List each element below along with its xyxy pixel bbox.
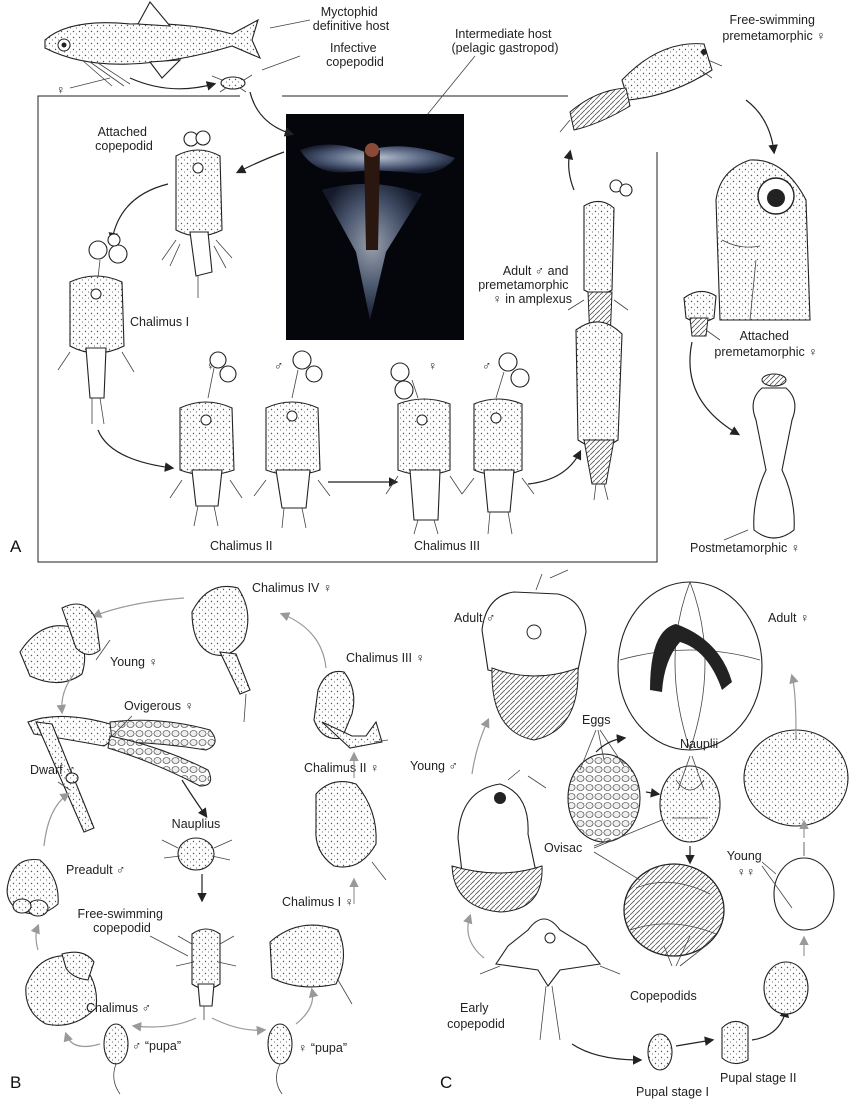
female-pupa-illustration <box>267 1023 293 1095</box>
attached-premetamorphic-illustration <box>683 290 717 337</box>
label-amplexus: Adult ♂ and premetamorphic ♀ in amplexus <box>478 264 572 306</box>
ovisac-illustration <box>623 863 725 957</box>
chalimus-1-female-b-illustration <box>269 924 353 1005</box>
panel-c: Adult ♂ Adult ♀ Eggs Nauplii Young ♂ <box>410 569 849 1099</box>
label-attached-copepodid: Attached copepodid <box>95 125 153 153</box>
label-male-pupa: ♂ “pupa” <box>132 1039 181 1053</box>
panel-c-letter: C <box>440 1073 452 1092</box>
nauplii-illustration <box>659 765 721 843</box>
male-pupa-illustration <box>103 1023 129 1095</box>
label-postmetamorphic: Postmetamorphic ♀ <box>690 541 800 555</box>
panel-a-frame <box>37 95 658 563</box>
label-chalimus-2: Chalimus II <box>210 539 273 553</box>
panel-b: Chalimus IV ♀ Young ♀ Chalimus III ♀ Ovi… <box>6 581 425 1095</box>
label-chalimus-3-female: Chalimus III ♀ <box>346 651 425 665</box>
label-young-male: Young ♂ <box>410 759 458 773</box>
label-free-swimming-copepodid: Free-swimming copepodid <box>78 907 167 935</box>
pelagic-gastropod-photo <box>286 114 464 340</box>
label-chalimus-1-female: Chalimus I ♀ <box>282 895 354 909</box>
label-pupal-stage-2: Pupal stage II <box>720 1071 796 1085</box>
chalimus-1-illustration <box>57 233 135 425</box>
chalimus-male-illustration <box>25 951 98 1026</box>
label-chalimus-1: Chalimus I <box>130 315 189 329</box>
label-adult-male-c: Adult ♂ <box>454 611 495 625</box>
pupal-stage-1-illustration <box>647 1033 673 1071</box>
copepodids-labels-lines <box>663 935 709 967</box>
nauplius-illustration <box>161 837 233 871</box>
label-chalimus-4: Chalimus IV ♀ <box>252 581 332 595</box>
chalimus-3-female-illustration: ♀ <box>385 359 463 535</box>
chalimus-4-female-illustration <box>191 585 251 723</box>
attached-copepodid-illustration <box>161 130 233 298</box>
label-young-female: Young ♀ <box>110 655 158 669</box>
label-infective-copepodid: Infective copepodid <box>326 41 384 69</box>
label-chalimus-2-female: Chalimus II ♀ <box>304 761 379 775</box>
label-ovisac: Ovisac <box>544 841 582 855</box>
chalimus-3-female-b-illustration <box>313 670 389 749</box>
label-copepodids: Copepodids <box>630 989 697 1003</box>
chalimus-2-female-b-illustration <box>315 781 387 881</box>
label-nauplii: Nauplii <box>680 737 718 751</box>
panel-a-letter: A <box>10 537 22 556</box>
label-early-copepodid: Early copepodid <box>447 1001 505 1031</box>
eggs-illustration <box>567 753 641 843</box>
adult-male-c-illustration <box>481 569 587 741</box>
pupal-stage-2-illustration <box>721 1020 749 1065</box>
dwarf-male-illustration <box>65 772 79 784</box>
label-chalimus-3: Chalimus III <box>414 539 480 553</box>
early-copepodid-illustration <box>479 918 621 1041</box>
svg-text:♂: ♂ <box>482 359 491 373</box>
free-swimming-copepodid-b-illustration <box>175 928 237 1020</box>
label-preadult-male: Preadult ♂ <box>66 863 125 877</box>
label-chalimus-male: Chalimus ♂ <box>86 1001 151 1015</box>
label-nauplius: Nauplius <box>172 817 221 831</box>
svg-text:♀: ♀ <box>428 359 437 373</box>
label-intermediate-host: Intermediate host (pelagic gastropod) <box>451 27 558 55</box>
host-female-symbol: ♀ <box>56 83 65 97</box>
young-female-illustration <box>19 603 111 684</box>
chalimus-3-male-illustration: ♂ <box>461 352 535 535</box>
fish-head-illustration <box>715 159 811 321</box>
postmetamorphic-illustration <box>752 373 796 539</box>
young-male-c-illustration <box>451 769 547 913</box>
infective-copepodid-illustration <box>211 74 253 93</box>
free-swimming-premetamorphic-illustration <box>559 43 723 133</box>
label-ovigerous: Ovigerous ♀ <box>124 699 194 713</box>
label-attached-premetamorphic: Attached premetamorphic ♀ <box>714 329 817 359</box>
chalimus-2-male-illustration: ♂ <box>253 350 331 529</box>
label-adult-female-c: Adult ♀ <box>768 611 809 625</box>
young-female-small-illustration <box>763 961 809 1015</box>
svg-text:♂: ♂ <box>274 359 283 373</box>
label-young-females: Young ♀♀ <box>727 849 765 879</box>
amplexus-pair-illustration <box>567 179 633 501</box>
label-myctophid: Myctophid definitive host <box>313 5 390 33</box>
label-female-pupa: ♀ “pupa” <box>298 1041 347 1055</box>
panel-b-letter: B <box>10 1073 21 1092</box>
label-free-swimming-premetamorphic: Free-swimming premetamorphic ♀ <box>722 13 825 43</box>
adult-female-c-illustration <box>617 581 763 751</box>
preadult-male-illustration <box>6 858 59 917</box>
young-females-illustration <box>743 729 849 931</box>
label-pupal-stage-1: Pupal stage I <box>636 1085 709 1099</box>
label-dwarf-male: Dwarf ♂ <box>30 763 76 777</box>
panel-a: ♀ Myctophid definitive host Infective co… <box>10 1 826 563</box>
ovigerous-female-illustration <box>27 715 216 833</box>
svg-text:♀: ♀ <box>206 359 215 373</box>
chalimus-2-female-illustration: ♀ <box>169 351 243 527</box>
label-eggs: Eggs <box>582 713 611 727</box>
myctophid-fish-illustration <box>44 1 262 87</box>
